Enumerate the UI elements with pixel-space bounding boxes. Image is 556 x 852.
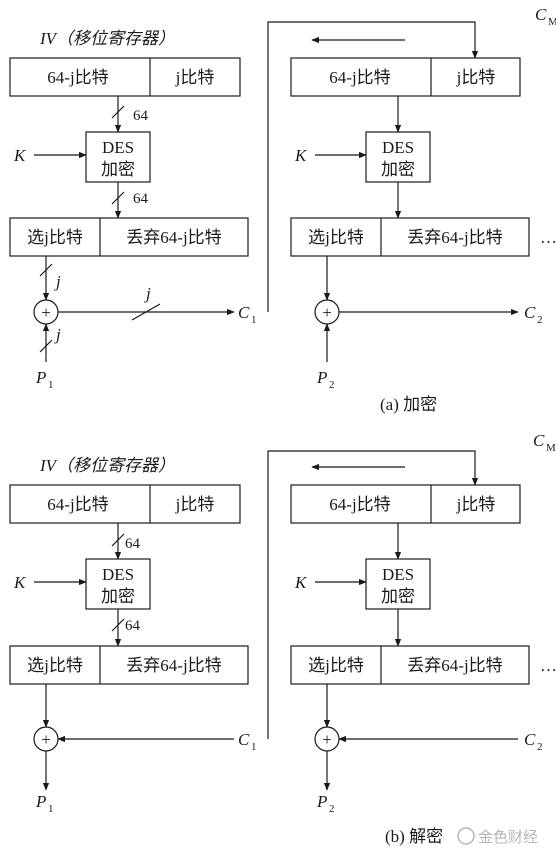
continuation-ellipsis: … (540, 656, 556, 675)
plaintext-label: P (316, 792, 327, 811)
ciphertext-sub: 1 (251, 741, 257, 753)
plaintext-label: P (35, 792, 46, 811)
iv-label: IV（移位寄存器） (39, 29, 175, 48)
bit-width-label: 64 (133, 108, 149, 124)
plaintext-sub: 2 (329, 379, 335, 391)
ciphertext-m-sub: M (548, 16, 556, 28)
select-j-bits-label: 选j比特 (308, 228, 364, 247)
register-left-label: 64-j比特 (329, 68, 390, 87)
encrypt-label: 加密 (381, 587, 415, 606)
output-select-box (9, 217, 249, 257)
des-label: DES (102, 565, 134, 584)
register-left-label: 64-j比特 (47, 495, 108, 514)
discard-bits-label: 丢弃64-j比特 (126, 228, 221, 247)
bus-slash (111, 533, 125, 547)
key-label: K (294, 573, 308, 592)
watermark-logo-icon (457, 827, 475, 845)
plaintext-label: P (35, 368, 46, 387)
register-right-label: j比特 (175, 68, 215, 87)
output-select-box (290, 217, 530, 257)
select-j-bits-label: 选j比特 (27, 228, 83, 247)
iv-label: IV（移位寄存器） (39, 456, 175, 475)
select-j-bits-label: 选j比特 (308, 656, 364, 675)
bus-slash (111, 191, 125, 205)
ciphertext-m-label: C (535, 5, 547, 24)
ciphertext-sub: 2 (537, 314, 543, 326)
register-right-label: j比特 (175, 495, 215, 514)
caption-decryption: (b) 解密 (385, 827, 443, 846)
bit-width-label: j (144, 284, 151, 303)
register-left-label: 64-j比特 (329, 495, 390, 514)
output-select-box (9, 645, 249, 685)
ciphertext-label: C (238, 730, 250, 749)
output-select-box (290, 645, 530, 685)
bus-slash (111, 105, 125, 119)
decryption-panel: IV（移位寄存器） C M 64-j比特 j比特 64 K DES 加密 64 … (9, 431, 556, 846)
des-encrypt-box (85, 558, 151, 610)
des-encrypt-box (365, 131, 431, 183)
bus-slash (131, 303, 161, 321)
xor-symbol: + (41, 303, 51, 322)
watermark-text: 金色财经 (478, 828, 538, 846)
feedback-line (267, 450, 479, 739)
continuation-ellipsis: … (540, 228, 556, 247)
encrypt-label: 加密 (101, 160, 135, 179)
bus-slash (39, 339, 53, 353)
ciphertext-sub: 1 (251, 314, 257, 326)
ciphertext-label: C (524, 303, 536, 322)
ciphertext-m-sub: M (546, 442, 556, 454)
bit-width-label: 64 (125, 536, 141, 552)
shift-register (9, 57, 241, 97)
des-label: DES (382, 565, 414, 584)
plaintext-label: P (316, 368, 327, 387)
plaintext-sub: 2 (329, 803, 335, 815)
register-right-label: j比特 (456, 68, 496, 87)
select-j-bits-label: 选j比特 (27, 656, 83, 675)
bit-width-label: 64 (133, 191, 149, 207)
encrypt-label: 加密 (101, 587, 135, 606)
discard-bits-label: 丢弃64-j比特 (126, 656, 221, 675)
ciphertext-m-label: C (533, 431, 545, 450)
key-label: K (294, 146, 308, 165)
des-label: DES (382, 138, 414, 157)
dec-stage-2: 64-j比特 j比特 K DES 加密 选j比特 丢弃64-j比特 … + P … (290, 484, 556, 815)
key-label: K (13, 146, 27, 165)
key-label: K (13, 573, 27, 592)
xor-symbol: + (41, 730, 51, 749)
register-right-label: j比特 (456, 495, 496, 514)
bus-slash (39, 263, 53, 277)
watermark: 金色财经 (457, 827, 538, 846)
encrypt-label: 加密 (381, 160, 415, 179)
shift-register (9, 484, 241, 524)
plaintext-sub: 1 (48, 379, 54, 391)
ciphertext-label: C (524, 730, 536, 749)
discard-bits-label: 丢弃64-j比特 (407, 656, 502, 675)
enc-stage-1: 64-j比特 j比特 64 K DES 加密 64 选j比特 丢弃64-j比特 … (9, 57, 257, 391)
xor-symbol: + (322, 730, 332, 749)
encryption-panel: IV（移位寄存器） 64-j比特 j比特 64 K DES 加密 64 选j比特… (9, 5, 556, 414)
bus-slash (111, 618, 125, 632)
des-encrypt-box (365, 558, 431, 610)
bit-width-label: j (54, 325, 61, 344)
shift-register (290, 484, 521, 524)
shift-register (290, 57, 521, 97)
dec-stage-1: 64-j比特 j比特 64 K DES 加密 64 选j比特 丢弃64-j比特 … (9, 484, 257, 815)
enc-stage-2: 64-j比特 j比特 K DES 加密 选j比特 丢弃64-j比特 … + P … (290, 57, 556, 391)
bit-width-label: j (54, 272, 61, 291)
feedback-line (267, 21, 479, 312)
register-left-label: 64-j比特 (47, 68, 108, 87)
bit-width-label: 64 (125, 618, 141, 634)
xor-symbol: + (322, 303, 332, 322)
des-label: DES (102, 138, 134, 157)
ciphertext-sub: 2 (537, 741, 543, 753)
discard-bits-label: 丢弃64-j比特 (407, 228, 502, 247)
ciphertext-label: C (238, 303, 250, 322)
plaintext-sub: 1 (48, 803, 54, 815)
caption-encryption: (a) 加密 (380, 395, 437, 414)
